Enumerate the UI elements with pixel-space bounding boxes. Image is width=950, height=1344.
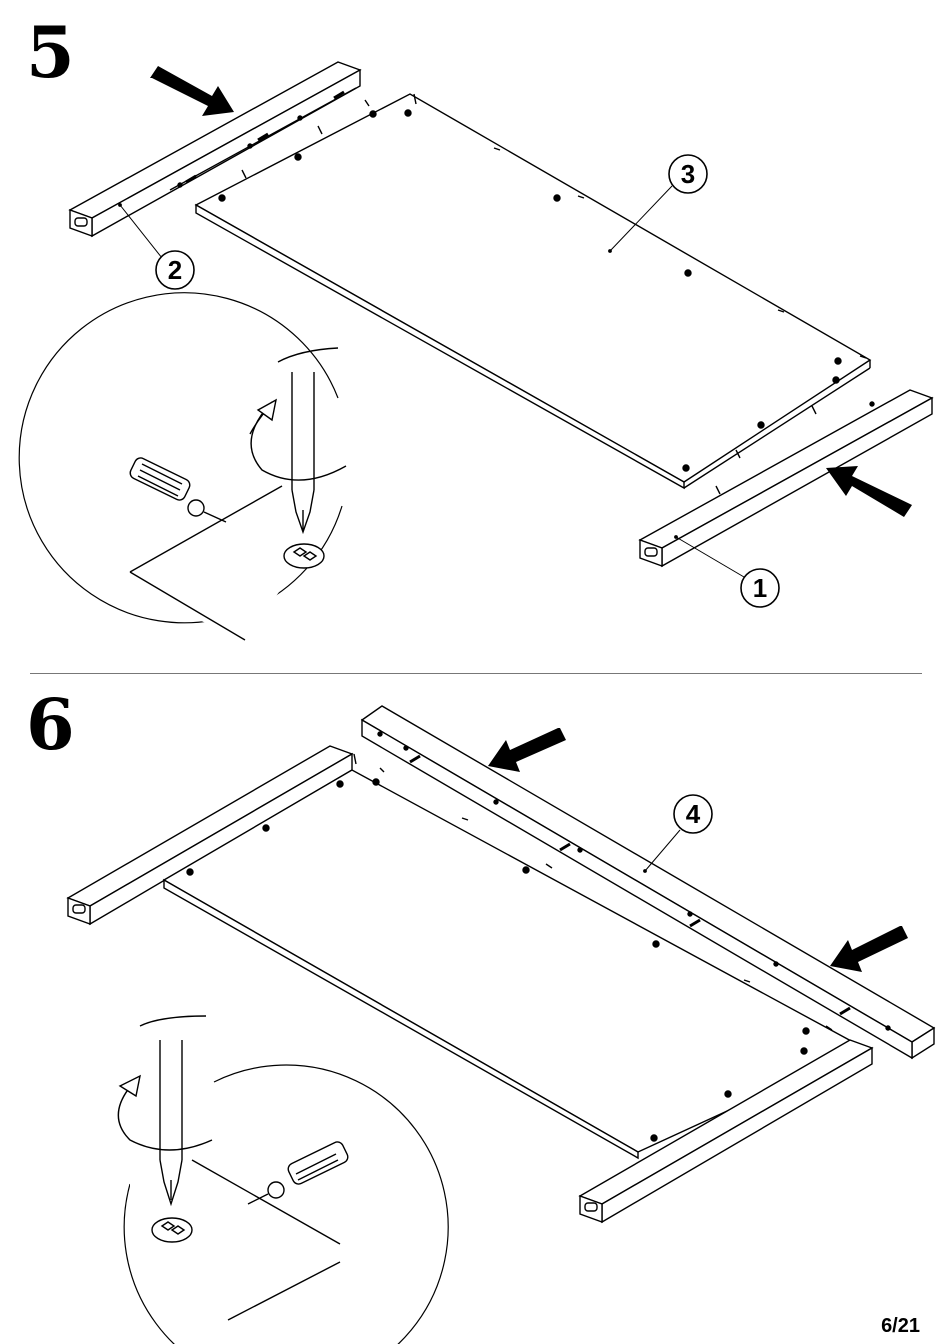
step-6-detail bbox=[118, 1016, 448, 1344]
page-number: 6/21 bbox=[881, 1315, 920, 1338]
push-arrow-icon bbox=[488, 728, 566, 772]
cam-lock-icon bbox=[284, 544, 324, 568]
cam-lock-icon bbox=[152, 1218, 192, 1242]
panel-3 bbox=[196, 94, 870, 494]
step-6-drawing bbox=[68, 706, 934, 1344]
callout-1-label: 1 bbox=[753, 573, 767, 603]
step-5-drawing bbox=[19, 62, 932, 640]
dowel-icon bbox=[248, 1140, 350, 1204]
step-5-detail bbox=[19, 293, 346, 640]
step-6-callouts: 4 bbox=[674, 795, 712, 833]
callout-4-label: 4 bbox=[686, 799, 701, 829]
dowel-icon bbox=[128, 456, 226, 522]
push-arrow-icon bbox=[830, 926, 908, 972]
push-arrow-icon bbox=[826, 466, 912, 517]
callout-2-label: 2 bbox=[168, 255, 182, 285]
callout-3-label: 3 bbox=[681, 159, 695, 189]
push-arrow-icon bbox=[150, 66, 234, 116]
